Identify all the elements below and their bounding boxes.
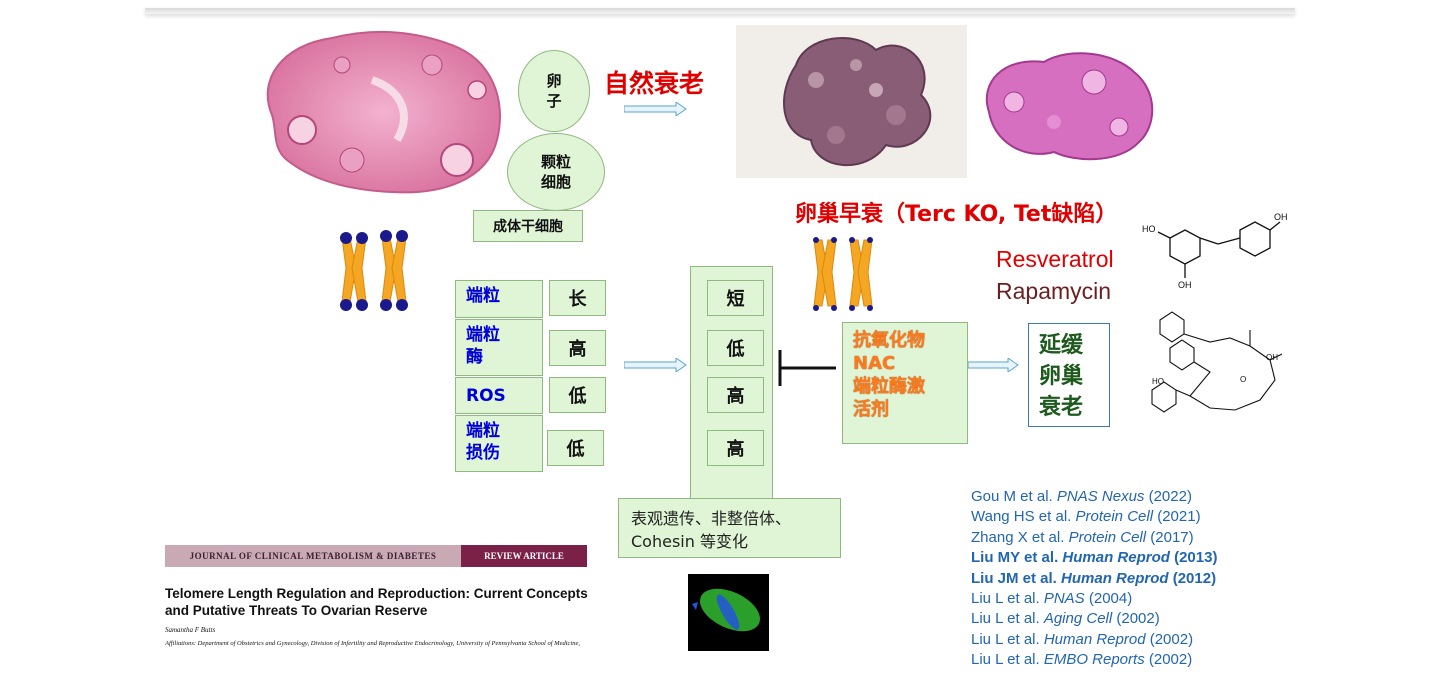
ovary-histology-image-aged [736, 25, 967, 178]
journal-article-title: Telomere Length Regulation and Reproduct… [165, 586, 588, 618]
factor-label-telomere: 端粒 [455, 280, 543, 318]
reference-year: (2012) [1168, 569, 1217, 587]
reference-year: (2002) [1112, 610, 1160, 628]
granulosa-label: 颗粒 细胞 [540, 153, 571, 191]
reference-item: Liu L et al. Aging Cell (2002) [971, 609, 1217, 629]
ovum-ellipse: 卵 子 [518, 50, 590, 132]
reference-year: (2017) [1146, 528, 1194, 546]
journal-article-type: REVIEW ARTICLE [461, 545, 587, 567]
reference-year: (2002) [1145, 630, 1194, 648]
reference-item: Wang HS et al. Protein Cell (2021) [971, 507, 1217, 527]
stem-cell-box: 成体干细胞 [473, 210, 583, 242]
reference-authors: Zhang X et al. [971, 528, 1069, 546]
reference-item: Liu MY et al. Human Reprod (2013) [971, 548, 1217, 568]
factor-value-telomerase: 高 [549, 330, 606, 366]
epigenetic-changes-box: 表观遗传、非整倍体、Cohesin 等变化 [618, 498, 841, 558]
factor-label-telomere-damage: 端粒 损伤 [455, 415, 543, 472]
arrow-right-icon [624, 102, 687, 116]
resveratrol-structure-icon: HO OH OH [1142, 212, 1288, 290]
reference-year: (2004) [1084, 590, 1133, 608]
factor-value-telomere-damage: 低 [547, 430, 604, 466]
reference-journal: Protein Cell [1075, 508, 1154, 526]
reference-item: Liu L et al. EMBO Reports (2002) [971, 650, 1217, 670]
arrow-right-icon [624, 358, 687, 372]
reference-item: Zhang X et al. Protein Cell (2017) [971, 528, 1217, 548]
premature-aging-title: 卵巢早衰（Terc KO, Tet缺陷） [795, 202, 1118, 227]
reference-authors: Gou M et al. [971, 488, 1057, 505]
top-divider [145, 8, 1295, 14]
reference-journal: PNAS Nexus [1056, 488, 1145, 505]
aged-value-telomere: 短 [707, 280, 764, 316]
reference-item: Gou M et al. PNAS Nexus (2022) [971, 487, 1217, 507]
journal-name: JOURNAL OF CLINICAL METABOLISM & DIABETE… [165, 545, 461, 567]
reference-journal: Aging Cell [1043, 610, 1113, 628]
reference-journal: Protein Cell [1068, 528, 1147, 546]
factor-value-ros: 低 [549, 377, 606, 413]
references-list: Gou M et al. PNAS Nexus (2022)Wang HS et… [971, 487, 1217, 671]
reference-year: (2022) [1144, 488, 1192, 505]
ovum-label: 卵 子 [546, 72, 562, 110]
reference-authors: Wang HS et al. [971, 508, 1076, 526]
rapamycin-label: Rapamycin [996, 278, 1112, 304]
reference-item: Liu L et al. Human Reprod (2002) [971, 630, 1217, 650]
granulosa-ellipse: 颗粒 细胞 [507, 133, 605, 211]
aged-value-telomere-damage: 高 [707, 430, 764, 466]
antioxidant-box: 抗氧化物 NAC 端粒酶激 活剂 [842, 322, 968, 444]
journal-header-bar: JOURNAL OF CLINICAL METABOLISM & DIABETE… [165, 545, 587, 567]
factor-label-ros-text: ROS [466, 385, 506, 406]
reference-journal: Human Reprod [1061, 569, 1169, 587]
spindle-fluorescence-image [688, 574, 769, 651]
svg-text:OH: OH [1178, 280, 1192, 290]
aged-value-ros: 高 [707, 377, 764, 413]
reference-journal: PNAS [1043, 590, 1085, 608]
svg-text:O: O [1240, 375, 1246, 384]
reference-authors: Liu JM et al. [971, 569, 1062, 587]
reference-year: (2013) [1169, 549, 1218, 567]
reference-journal: Human Reprod [1043, 630, 1146, 648]
reference-year: (2021) [1153, 508, 1201, 526]
rapamycin-structure-icon: HO OH O [1151, 311, 1283, 413]
long-telomere-chromosomes-icon [340, 230, 408, 311]
reference-year: (2002) [1144, 651, 1193, 669]
factor-label-telomerase: 端粒 酶 [455, 319, 543, 376]
natural-aging-title: 自然衰老 [604, 69, 705, 98]
short-telomere-chromosomes-icon [813, 237, 873, 311]
resveratrol-label: Resveratrol [996, 246, 1114, 272]
reference-authors: Liu L et al. [971, 630, 1044, 648]
svg-text:HO: HO [1142, 224, 1156, 234]
reference-authors: Liu L et al. [971, 651, 1044, 669]
reference-authors: Liu MY et al. [971, 549, 1063, 567]
reference-journal: EMBO Reports [1043, 651, 1145, 669]
ovary-histology-image-premature [985, 52, 1154, 161]
journal-author: Samantha F Butts [165, 626, 216, 634]
factor-value-telomere: 长 [549, 280, 606, 316]
factor-label-ros: ROS [455, 377, 543, 414]
svg-text:OH: OH [1266, 353, 1278, 362]
svg-text:OH: OH [1274, 212, 1288, 222]
reference-authors: Liu L et al. [971, 590, 1044, 608]
ovary-histology-image-young [266, 30, 501, 194]
aged-value-telomerase: 低 [707, 330, 764, 366]
svg-text:HO: HO [1152, 377, 1164, 386]
inhibition-icon [778, 350, 836, 386]
journal-affiliation: Affiliations: Department of Obstetrics a… [165, 640, 580, 647]
stem-cell-label: 成体干细胞 [493, 219, 563, 235]
delay-ovarian-aging-box: 延缓 卵巢 衰老 [1028, 323, 1110, 427]
reference-journal: Human Reprod [1062, 549, 1170, 567]
reference-authors: Liu L et al. [971, 610, 1044, 628]
arrow-right-icon [968, 358, 1019, 372]
reference-item: Liu L et al. PNAS (2004) [971, 589, 1217, 609]
reference-item: Liu JM et al. Human Reprod (2012) [971, 569, 1217, 589]
